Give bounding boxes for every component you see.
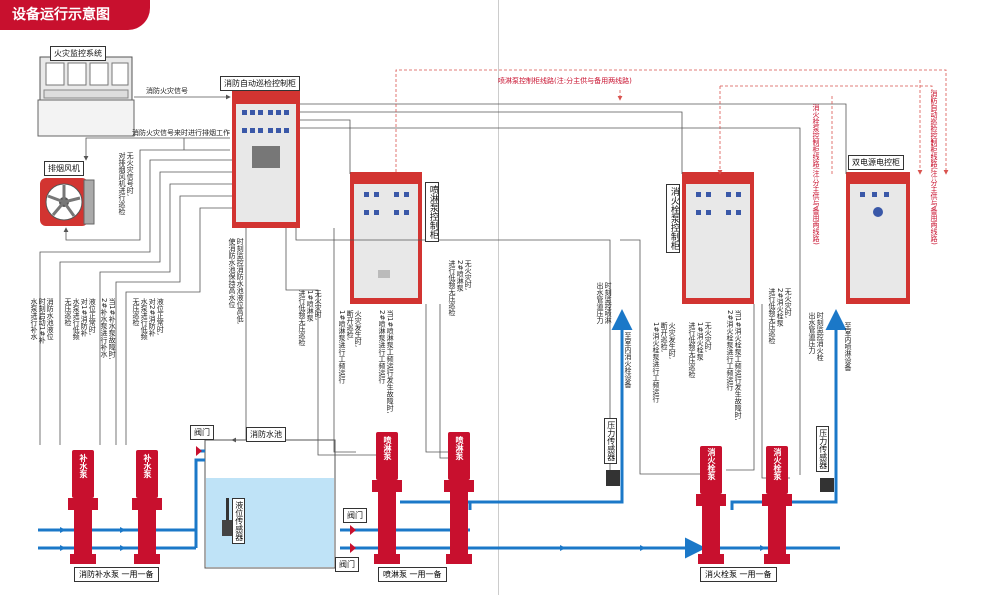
note-hydrant-2: 无火灾时, 2#消火栓泵 进行低频无压巡检 — [768, 288, 793, 344]
fire-signal-text: 消防火灾信号 — [146, 87, 188, 95]
note-hydrant-out: 至室内喷淋设备 — [844, 322, 853, 371]
signal-lines — [39, 94, 847, 479]
hydrant-pump2-tag: 消火栓泵 — [773, 448, 782, 480]
note-spray-none: 无火灾时, 1#喷淋泵 进行低频无压巡检 — [298, 290, 323, 346]
auto-line-note: 消防自动巡检控制柜线路(注:分主供与备用两线路) — [930, 90, 939, 245]
dual-power-cabinet — [846, 172, 910, 304]
page-title: 设备运行示意图 — [0, 0, 150, 30]
note-spray-fire: 火灾发生时, 断开巡检, 1#喷淋泵进行工频运行 — [338, 310, 363, 384]
spray-cabinet-label: 喷淋泵控制柜 — [425, 182, 439, 242]
exhaust-fan-label: 排烟风机 — [44, 161, 84, 176]
hydrant-pump-cabinet — [682, 172, 754, 304]
note-spray-pressure: 时刻监控喷淋 出水管道压力 — [596, 282, 613, 324]
valve1-label: 阀门 — [190, 425, 214, 440]
note-makeup-normal: 液位正常时, 对1#消防补 水泵进行低频 无压巡检 — [64, 298, 97, 340]
group-spray-label: 喷淋泵 一用一备 — [378, 567, 447, 582]
spray-line-note: 喷淋泵控制柜线路(注:分主供与备用两线路) — [498, 77, 632, 85]
fire-monitor-label: 火灾监控系统 — [50, 46, 106, 61]
note-makeup-2: 液位正常时, 对2#消防补 水泵进行低频 无压巡检 — [132, 298, 165, 340]
hydrant-line-note: 消火栓泵控制柜线路(注:分主供与备用两线路) — [812, 104, 821, 245]
note-spray-fault: 当1#喷淋泵工频运行发生故障时, 2#喷淋泵进行工频运行 — [378, 310, 395, 414]
spray-pump1-tag: 喷淋泵 — [383, 436, 392, 460]
note-spray-out: 至室内消火栓设备 — [624, 332, 633, 388]
fire-pool-label: 消防水池 — [246, 427, 286, 442]
note-hydrant-fault: 当1#消火栓泵工频运行发生故障时, 2#消火栓泵进行工频运行 — [726, 310, 743, 421]
hydrant-pump1-tag: 消火栓泵 — [707, 448, 716, 480]
fire-pool — [204, 439, 336, 569]
valve2-label: 阀门 — [343, 508, 367, 523]
fire-monitor-panel — [37, 56, 135, 137]
level-sensor-label: 液位传感器 — [232, 498, 245, 544]
control-dashed-lines — [395, 69, 949, 175]
note-exhaust-inspect: 无火灾信号时, 对排烟风机进行巡检 — [118, 152, 135, 215]
auto-inspection-cabinet — [232, 90, 300, 228]
group-hydrant-label: 消火栓泵 一用一备 — [700, 567, 777, 582]
group-makeup-label: 消防补水泵 一用一备 — [74, 567, 159, 582]
pressure-sensor1-label: 压力传感器 — [604, 418, 617, 464]
note-hydrant-fire: 火灾发生时, 断开巡检, 1#消火栓泵进行工频运行 — [652, 322, 677, 403]
spray-pump-cabinet — [350, 172, 422, 304]
valve-graphics — [196, 446, 356, 553]
dual-cabinet-label: 双电源电控柜 — [848, 155, 904, 170]
pressure-sensor-graphics — [606, 470, 834, 492]
auto-cabinet-label: 消防自动巡检控制柜 — [220, 76, 300, 91]
note-pool-monitor: 时刻监控消防水池液位高低, 使消防水池保持高水位 — [228, 238, 245, 325]
hydrant-cabinet-label: 消火栓泵控制柜 — [666, 184, 680, 253]
pump-units — [68, 432, 792, 564]
note-hydrant-pressure: 时刻监控消火栓 出水管道压力 — [808, 312, 825, 361]
makeup-pump2-tag: 补水泵 — [143, 454, 152, 478]
pressure-sensor2-label: 压力传感器 — [816, 426, 829, 472]
makeup-pump1-tag: 补水泵 — [79, 454, 88, 478]
note-spray-2: 无火灾时, 2#喷淋泵 进行低频无压巡检 — [448, 260, 473, 316]
note-pool-level: 消防水池液位 时刻启动1#补 水泵进行补水 — [30, 298, 55, 344]
spray-pump2-tag: 喷淋泵 — [455, 436, 464, 460]
exhaust-fan-graphic — [40, 178, 95, 226]
note-hydrant-none: 无火灾时, 1#消火栓泵 进行低频无压巡检 — [688, 322, 713, 378]
pipe-arrows — [60, 527, 766, 551]
note-makeup-fault: 当1#补水泵故障时, 2#补水泵进行补水 — [100, 298, 117, 360]
fire-signal-exhaust-text: 消防火灾信号来时进行排烟工作 — [132, 129, 230, 137]
center-divider — [498, 0, 499, 595]
valve3-label: 阀门 — [335, 557, 359, 572]
